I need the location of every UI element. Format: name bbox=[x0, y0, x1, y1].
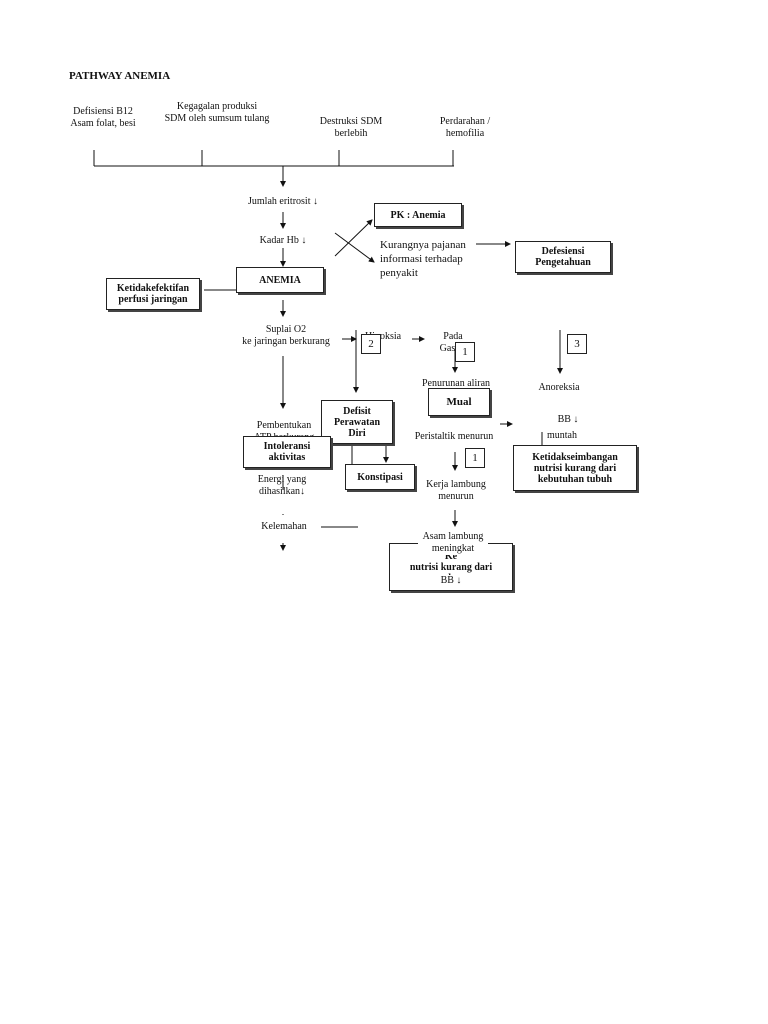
constipation-box: Konstipasi bbox=[345, 464, 415, 490]
flow-decrease-node: Penurunan aliran bbox=[421, 378, 491, 389]
anemia-box: ANEMIA bbox=[236, 267, 324, 293]
stomach-work-node: Kerja lambung menurun bbox=[426, 479, 486, 502]
peristalsis-decrease-node: Peristaltik menurun bbox=[414, 431, 494, 442]
gastro-node: Pada Gastro bbox=[439, 331, 467, 354]
cause-bleeding: Perdarahan / hemofilia bbox=[439, 116, 491, 139]
anorexia-node: Anoreksia bbox=[538, 382, 580, 393]
erythrocyte-count-node: Jumlah eritrosit ↓ bbox=[248, 196, 318, 207]
nutrition-imbalance-box: Ketidakseimbangan nutrisi kurang dari ke… bbox=[513, 445, 637, 491]
weight-loss-node: BB ↓ bbox=[557, 414, 579, 425]
nausea-box: Mual bbox=[428, 388, 490, 416]
self-care-deficit-box: Defisit Perawatan Diri bbox=[321, 400, 393, 444]
energy-produced-node: Energi yang dihasilkan↓ bbox=[257, 474, 307, 497]
diagram-title: PATHWAY ANEMIA bbox=[69, 70, 171, 82]
activity-intolerance-box: Intoleransi aktivitas bbox=[243, 436, 331, 468]
number-3-box: 3 bbox=[567, 334, 587, 354]
number-1-box-top: 1 bbox=[455, 342, 475, 362]
weight-loss-node-bottom: BB ↓ bbox=[428, 575, 474, 587]
cause-bone-marrow-failure: Kegagalan produksi SDM oleh sumsum tulan… bbox=[164, 101, 270, 124]
cause-b12-deficiency: Defisiensi B12 Asam folat, besi bbox=[70, 106, 136, 129]
number-1-box-bottom: 1 bbox=[465, 448, 485, 468]
pk-anemia-box: PK : Anemia bbox=[374, 203, 462, 227]
hb-level-node: Kadar Hb ↓ bbox=[259, 235, 307, 246]
stomach-acid-node: Asam lambung meningkat bbox=[418, 531, 488, 555]
tissue-perfusion-box: Ketidakefektifan perfusi jaringan bbox=[106, 278, 200, 310]
oxygen-supply-node: Suplai O2 ke jaringan berkurang bbox=[242, 324, 330, 347]
knowledge-deficiency-box: Defesiensi Pengetahuan bbox=[515, 241, 611, 273]
number-2-box: 2 bbox=[361, 334, 381, 354]
lack-of-information-node: Kurangnya pajanan informasi terhadap pen… bbox=[380, 239, 466, 279]
weakness-node: Kelemahan bbox=[261, 521, 307, 532]
vomiting-node: muntah bbox=[547, 430, 577, 441]
hypoxia-node: Hipoksia bbox=[364, 331, 402, 342]
cause-rbc-destruction: Destruksi SDM berlebih bbox=[319, 116, 383, 139]
